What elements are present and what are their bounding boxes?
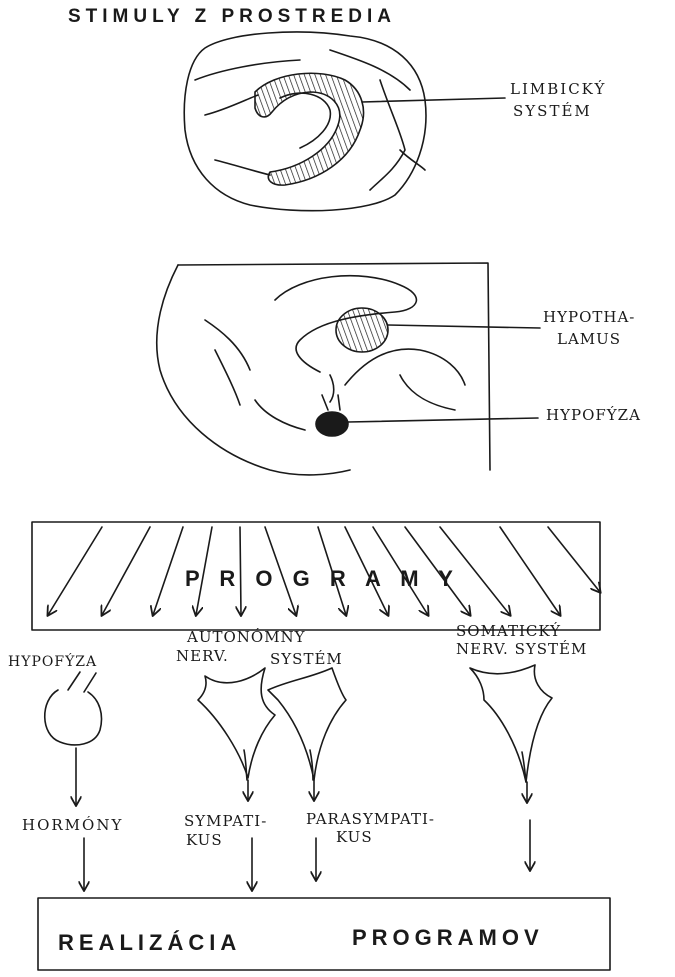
label-sympathetic-line2: KUS [186, 831, 223, 849]
funnel-outflow-arrows [248, 780, 527, 802]
label-autonomic-line2b: SYSTÉM [270, 650, 343, 668]
autonomic-funnel-left [198, 668, 275, 780]
label-hypothalamus-line2: LAMUS [557, 330, 621, 348]
label-parasympathetic-line2: KUS [336, 828, 373, 846]
result-label-word1: REALIZÁCIA [58, 930, 241, 956]
pituitary-gland-icon [45, 672, 102, 745]
label-hormones: HORMÓNY [22, 816, 123, 834]
brain-lateral-sketch [184, 32, 426, 211]
label-limbic-line1: LIMBICKÝ [510, 80, 606, 98]
limbic-system-shape [255, 73, 505, 185]
label-sympathetic-line1: SYMPATI- [184, 812, 267, 830]
label-pituitary-brain: HYPOFÝZA [546, 406, 641, 424]
label-parasympathetic-line1: PARASYMPATI- [306, 810, 435, 828]
result-label-word2: PROGRAMOV [352, 925, 544, 951]
label-somatic-line1: SOMATICKÝ [456, 622, 561, 640]
label-limbic-line2: SYSTÉM [513, 102, 592, 120]
programs-label: P R O G R A M Y [185, 566, 460, 592]
label-hypothalamus-line1: HYPOTHA- [543, 308, 635, 326]
hypothalamus-shape [336, 308, 540, 352]
brain-sagittal-sketch [157, 263, 490, 475]
label-autonomic-line1: AUTONÓMNY [187, 628, 306, 646]
somatic-funnel [470, 665, 552, 782]
label-pituitary-channel: HYPOFÝZA [8, 654, 97, 670]
autonomic-funnel-right [268, 668, 346, 780]
label-somatic-line2: NERV. SYSTÉM [456, 640, 587, 658]
label-autonomic-line2: NERV. [176, 647, 229, 665]
output-arrows [76, 748, 530, 890]
